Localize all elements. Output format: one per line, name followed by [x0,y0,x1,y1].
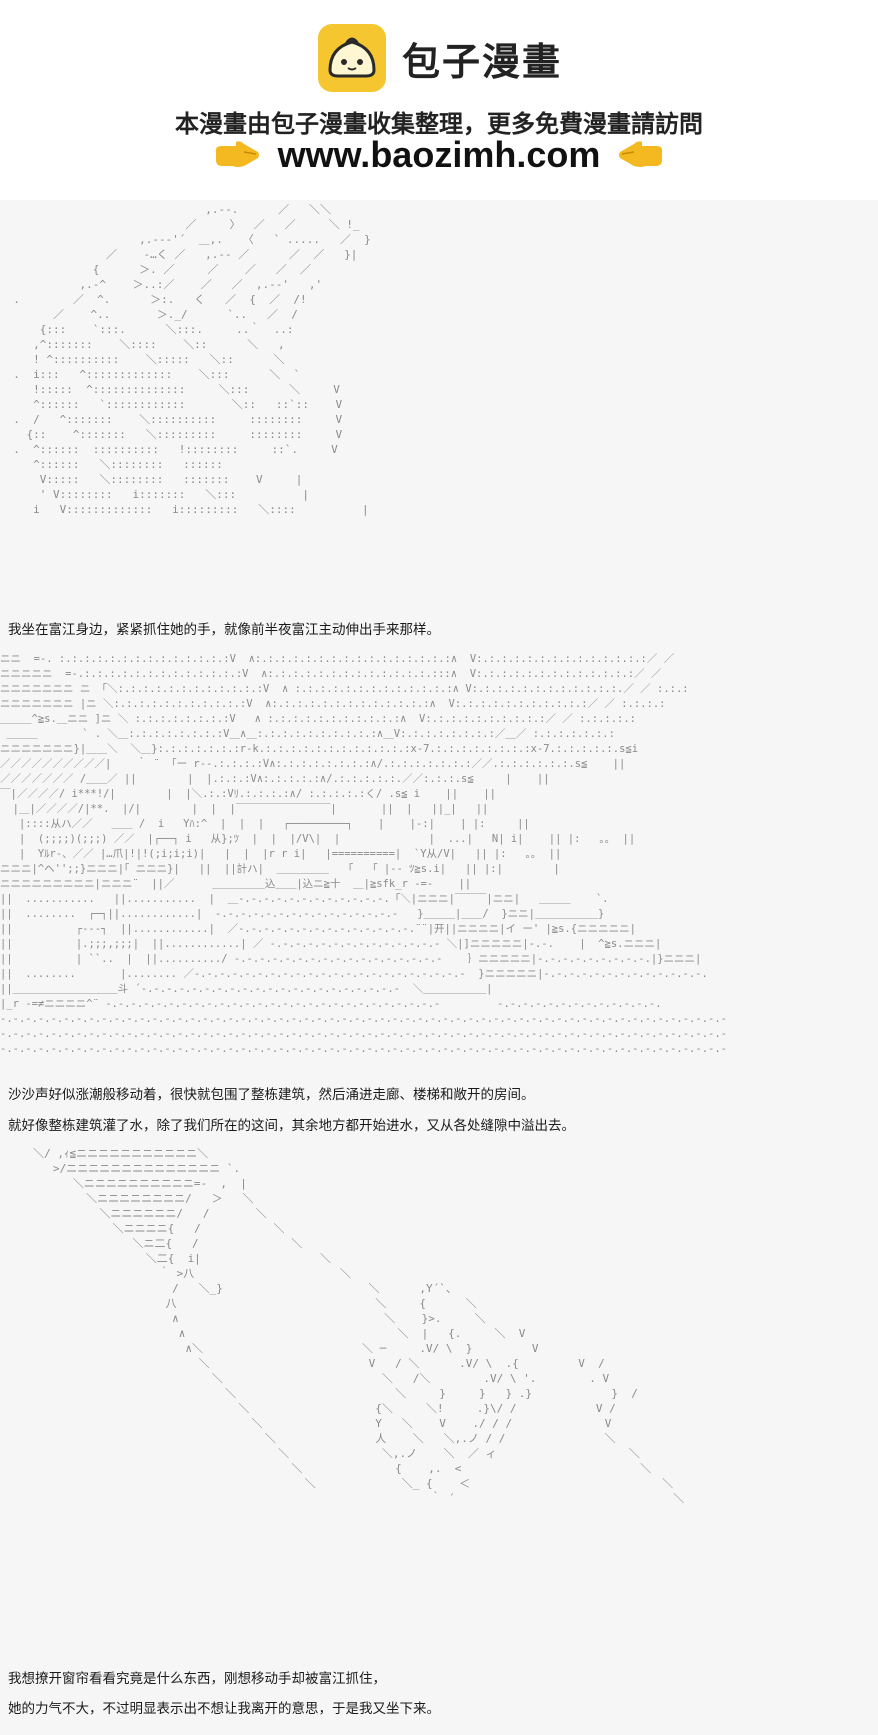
caption-1: 我坐在富江身边，紧紧抓住她的手，就像前半夜富江主动伸出手来那样。 [8,622,440,638]
comic-page: ,.-‐. ／ ＼＼ ／ 〉 ／ ／ ＼ !_ ,.--‐'´ ＿,. 〈 ` … [0,200,878,1735]
url-row: www.baozimh.com [0,134,878,176]
logo-row: 包子漫畫 [0,22,878,94]
building-art-panel: ニニ =-. :.:.:.:.:.:.:.:.:.:.:.:.:.:V ∧:.:… [0,652,878,1062]
hand-art-panel-1: ,.-‐. ／ ＼＼ ／ 〉 ／ ／ ＼ !_ ,.--‐'´ ＿,. 〈 ` … [0,202,878,597]
site-url-link[interactable]: www.baozimh.com [277,134,601,175]
ascii-art-block: ＼/ ,ｨ≦ニニニニニニニニニニニ＼ >/ニニニニニニニニニニニニニニ `. ＼… [33,1147,685,1505]
bun-logo-icon [317,24,386,92]
hands-art-panel-2: ＼/ ,ｨ≦ニニニニニニニニニニニ＼ >/ニニニニニニニニニニニニニニ `. ＼… [0,1146,878,1521]
pointing-hand-left-icon [619,141,663,167]
logo-text: 包子漫畫 [401,39,562,84]
pointing-hand-right-icon [215,141,259,167]
site-banner: 包子漫畫 本漫畫由包子漫畫收集整理，更多免費漫畫請訪問 www.baozimh.… [0,0,878,200]
tagline: 本漫畫由包子漫畫收集整理，更多免費漫畫請訪問 [175,110,703,138]
caption-4: 我想撩开窗帘看看究竟是什么东西，刚想移动手却被富江抓住， [8,1671,386,1687]
ascii-art-block: ,.-‐. ／ ＼＼ ／ 〉 ／ ／ ＼ !_ ,.--‐'´ ＿,. 〈 ` … [13,203,371,516]
caption-2: 沙沙声好似涨潮般移动着，很快就包围了整栋建筑，然后涌进走廊、楼梯和敞开的房间。 [8,1087,535,1103]
ascii-art-block: ニニ =-. :.:.:.:.:.:.:.:.:.:.:.:.:.:V ∧:.:… [0,653,727,1055]
caption-3: 就好像整栋建筑灌了水，除了我们所在的这间，其余地方都开始进水，又从各处缝隙中溢出… [8,1118,575,1134]
caption-5: 她的力气不大，不过明显表示出不想让我离开的意思，于是我又坐下来。 [8,1701,440,1717]
